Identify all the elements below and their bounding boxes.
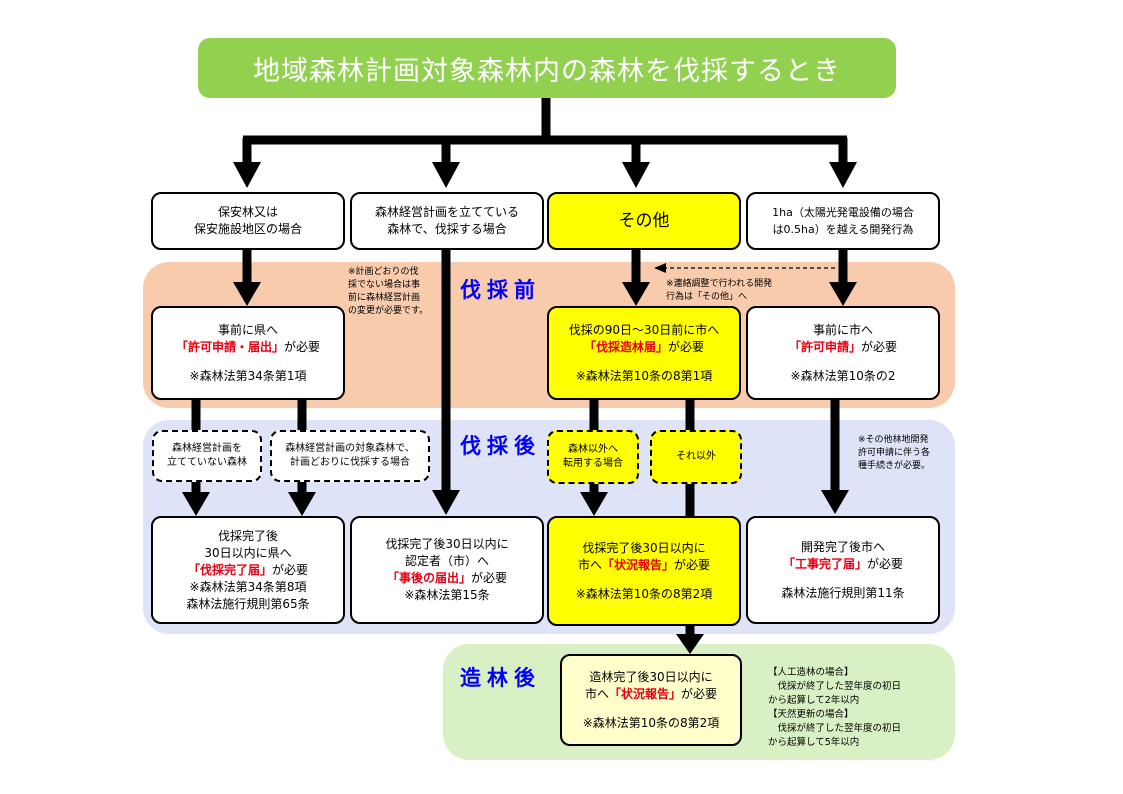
category-development: 1ha（太陽光発電設備の場合 は0.5ha）を越える開発行為 [746,192,940,250]
before-box-felling-notice: 伐採の90日～30日前に市へ 「伐採造林届」が必要 ※森林法第10条の8第1項 [547,306,741,400]
other-procedures-note: ※その他林地開発 許可申請に伴う各 種手続きが必要。 [858,435,931,471]
stage-label-after-planting: 造林後 [460,666,541,690]
liaison-note: ※連絡調整で行われる開発 行為は「その他」へ [666,279,773,302]
after-box-felling-completion: 伐採完了後 30日以内に県へ 「伐採完了届」が必要 ※森林法第34条第8項 森林… [151,516,345,624]
planting-box-status-report: 造林完了後30日以内に 市へ「状況報告」が必要 ※森林法第10条の8第2項 [560,654,742,746]
category-forest-plan: 森林経営計画を立てている 森林で、伐採する場合 [350,192,544,250]
stage-label-before: 伐採前 [460,278,541,302]
condition-otherwise: それ以外 [650,430,742,484]
after-box-status-report: 伐採完了後30日以内に 市へ「状況報告」が必要 ※森林法第10条の8第2項 [547,516,741,626]
before-box-city-permit: 事前に市へ 「許可申請」が必要 ※森林法第10条の2 [746,306,940,400]
condition-plan-forest-as-planned: 森林経営計画の対象森林で、 計画どおりに伐採する場合 [270,430,430,482]
plan-change-note: ※計画どおりの伐 採でない場合は事 前に森林経営計画 の変更が必要です。 [348,267,429,316]
planting-terms-note: 【人工造林の場合】 伐採が終了した翌年度の初日 から起算して2年以内 【天然更新… [768,667,902,748]
condition-no-forest-plan: 森林経営計画を 立てていない森林 [152,430,262,482]
page-title: 地域森林計画対象森林内の森林を伐採するとき [198,38,896,98]
after-box-construction-completion: 開発完了後市へ 「工事完了届」が必要 森林法施行規則第11条 [746,516,940,624]
after-box-post-notice: 伐採完了後30日以内に 認定者（市）へ 「事後の届出」が必要 ※森林法第15条 [350,516,544,624]
category-other: その他 [547,192,741,250]
condition-conversion: 森林以外へ 転用する場合 [547,430,639,484]
category-protection-forest: 保安林又は 保安施設地区の場合 [151,192,345,250]
stage-label-after: 伐採後 [460,434,541,458]
before-box-prefecture-permit: 事前に県へ 「許可申請・届出」が必要 ※森林法第34条第1項 [151,306,345,400]
